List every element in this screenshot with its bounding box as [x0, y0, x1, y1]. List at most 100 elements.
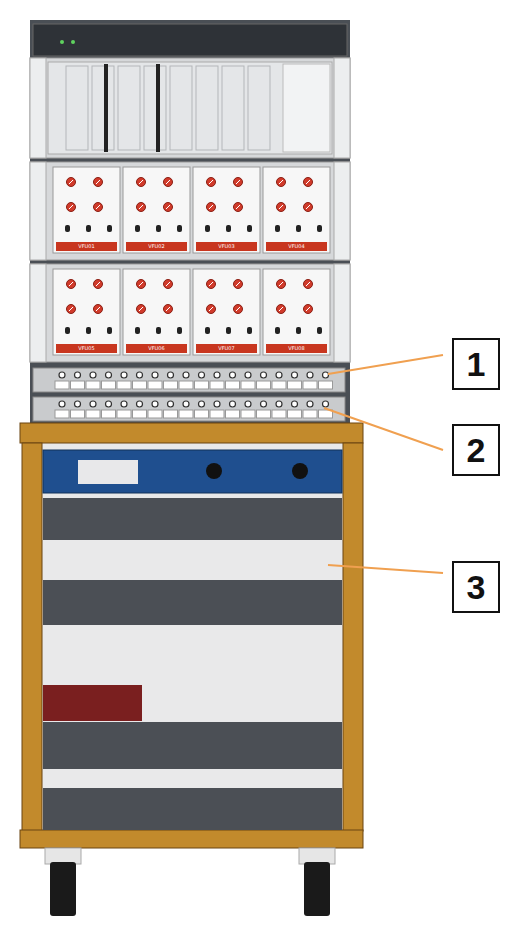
connector	[277, 305, 286, 314]
connector	[67, 203, 76, 212]
connector-mark	[166, 307, 170, 311]
vfu-module	[193, 269, 260, 355]
connector-mark	[209, 282, 213, 286]
module-label: VFU07	[196, 346, 257, 351]
connector-mark	[236, 282, 240, 286]
jack	[307, 401, 313, 407]
connector	[304, 280, 313, 289]
jack	[121, 401, 127, 407]
module-label: VFU04	[266, 244, 327, 249]
card-slot	[118, 66, 140, 150]
switch	[135, 225, 140, 232]
jack	[292, 372, 298, 378]
card-handle	[104, 64, 108, 152]
wheel-mount	[299, 848, 335, 864]
switch	[156, 225, 161, 232]
connector	[207, 178, 216, 187]
cart-interior	[40, 443, 345, 831]
label-plate	[196, 344, 257, 353]
card-slot	[66, 66, 88, 150]
leader-line	[328, 355, 443, 374]
label-strip	[257, 410, 271, 418]
jack	[106, 372, 112, 378]
jack	[75, 401, 81, 407]
connector-mark	[69, 282, 73, 286]
jack	[199, 372, 205, 378]
connector	[67, 280, 76, 289]
switch	[135, 327, 140, 334]
rack-frame	[30, 20, 350, 425]
card-slot	[170, 66, 192, 150]
connector-mark	[69, 205, 73, 209]
switch	[86, 225, 91, 232]
wheel	[304, 862, 330, 916]
jack	[261, 372, 267, 378]
connector-mark	[139, 180, 143, 184]
callout-box: 3	[452, 561, 500, 613]
vfu-module	[123, 167, 190, 253]
connector	[94, 280, 103, 289]
connector-mark	[279, 307, 283, 311]
connector	[234, 178, 243, 187]
label-strip	[55, 410, 69, 418]
switch	[296, 225, 301, 232]
knob	[206, 463, 222, 479]
cart-top	[20, 423, 363, 443]
rack-ear	[30, 162, 46, 260]
jack	[199, 401, 205, 407]
label-strip	[133, 410, 147, 418]
connector-mark	[306, 205, 310, 209]
label-strip	[179, 410, 193, 418]
switch	[317, 327, 322, 334]
cart-side	[343, 443, 363, 831]
jack	[214, 401, 220, 407]
module-label: VFU08	[266, 346, 327, 351]
switch	[177, 327, 182, 334]
power-module	[283, 64, 330, 152]
connector	[234, 305, 243, 314]
module-label: VFU01	[56, 244, 117, 249]
connector	[164, 203, 173, 212]
leader-line	[328, 565, 443, 573]
callout-number: 2	[467, 433, 486, 467]
chassis	[30, 264, 350, 362]
label-strip	[148, 381, 162, 389]
card-handle	[156, 64, 160, 152]
connector-mark	[166, 180, 170, 184]
label-strip	[86, 410, 100, 418]
connector-mark	[279, 180, 283, 184]
switch	[275, 327, 280, 334]
connector	[304, 305, 313, 314]
connector	[207, 280, 216, 289]
jack	[121, 372, 127, 378]
connector	[234, 203, 243, 212]
connector	[207, 305, 216, 314]
dark-unit	[43, 788, 342, 830]
label-strip	[288, 381, 302, 389]
connector	[277, 178, 286, 187]
vfu-module	[263, 167, 330, 253]
jack	[90, 401, 96, 407]
connector-mark	[279, 282, 283, 286]
card-slot	[248, 66, 270, 150]
connector-mark	[96, 180, 100, 184]
switch	[107, 225, 112, 232]
jack	[323, 401, 329, 407]
connector-mark	[96, 205, 100, 209]
connector	[67, 178, 76, 187]
connector-mark	[209, 205, 213, 209]
module-label: VFU02	[126, 244, 187, 249]
cart-bottom	[20, 830, 363, 848]
jack	[245, 401, 251, 407]
callout-box: 1	[452, 338, 500, 390]
jack	[292, 401, 298, 407]
label-plate	[266, 344, 327, 353]
label-strip	[303, 381, 317, 389]
connector-mark	[166, 282, 170, 286]
vfu-module	[193, 167, 260, 253]
jack	[276, 401, 282, 407]
connector-mark	[96, 307, 100, 311]
label-strip	[195, 410, 209, 418]
switch	[65, 225, 70, 232]
